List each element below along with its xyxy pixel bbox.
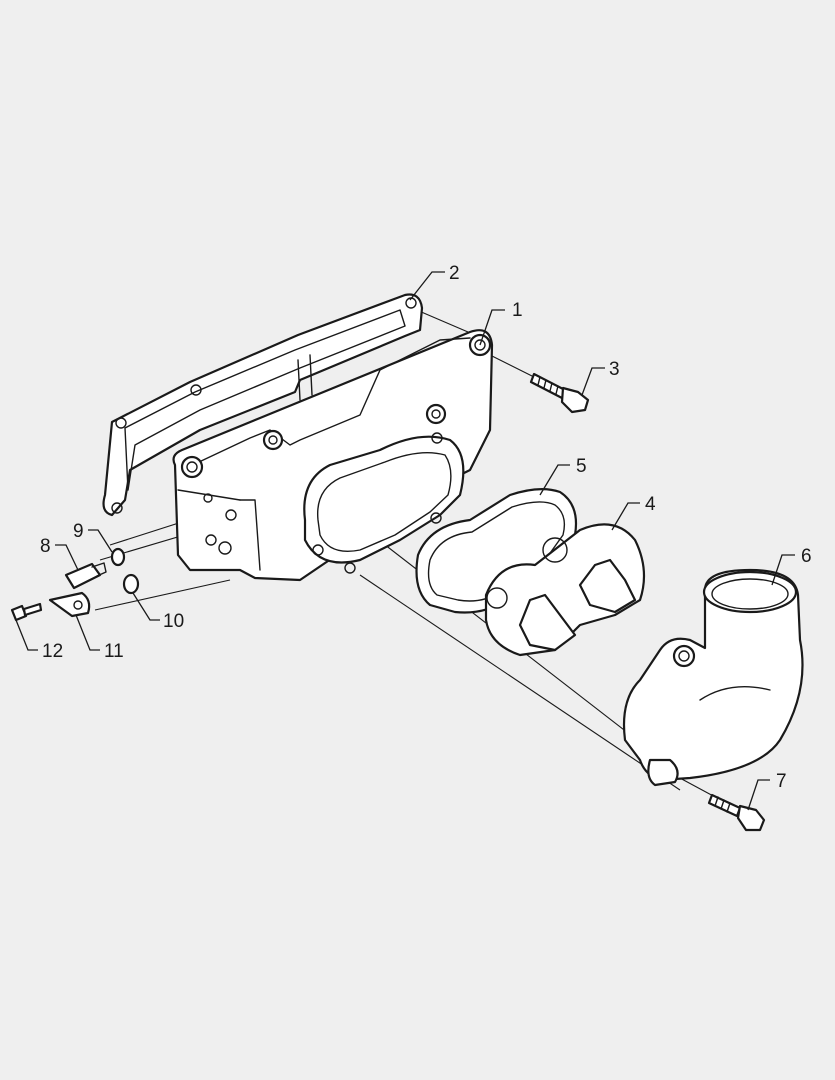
callout-9: 9 xyxy=(73,521,84,542)
callout-8: 8 xyxy=(40,536,51,557)
o-ring-part-10 xyxy=(122,573,140,595)
water-outlet-part-6 xyxy=(622,568,804,787)
callout-11: 11 xyxy=(104,641,124,662)
leader-lines xyxy=(15,271,795,811)
sensor-part-8 xyxy=(64,562,107,590)
callout-3: 3 xyxy=(609,359,620,380)
callout-1: 1 xyxy=(512,300,523,321)
bolt-part-12 xyxy=(10,602,43,622)
callout-2: 2 xyxy=(449,263,460,284)
callout-10: 10 xyxy=(163,611,184,632)
gasket-part-2 xyxy=(102,293,424,517)
callout-7: 7 xyxy=(776,771,787,792)
callout-12: 12 xyxy=(42,641,63,662)
callout-5: 5 xyxy=(576,456,587,477)
o-ring-part-9 xyxy=(110,547,126,567)
screw-part-7 xyxy=(707,793,766,832)
callout-4: 4 xyxy=(645,494,656,515)
thermostats-part-4 xyxy=(484,523,646,657)
cover-plate-part-11 xyxy=(48,591,91,618)
callout-6: 6 xyxy=(801,546,812,567)
thermostat-housing-part-1 xyxy=(172,329,494,582)
bolt-part-3 xyxy=(529,372,590,414)
seal-ring-part-5 xyxy=(415,488,578,614)
